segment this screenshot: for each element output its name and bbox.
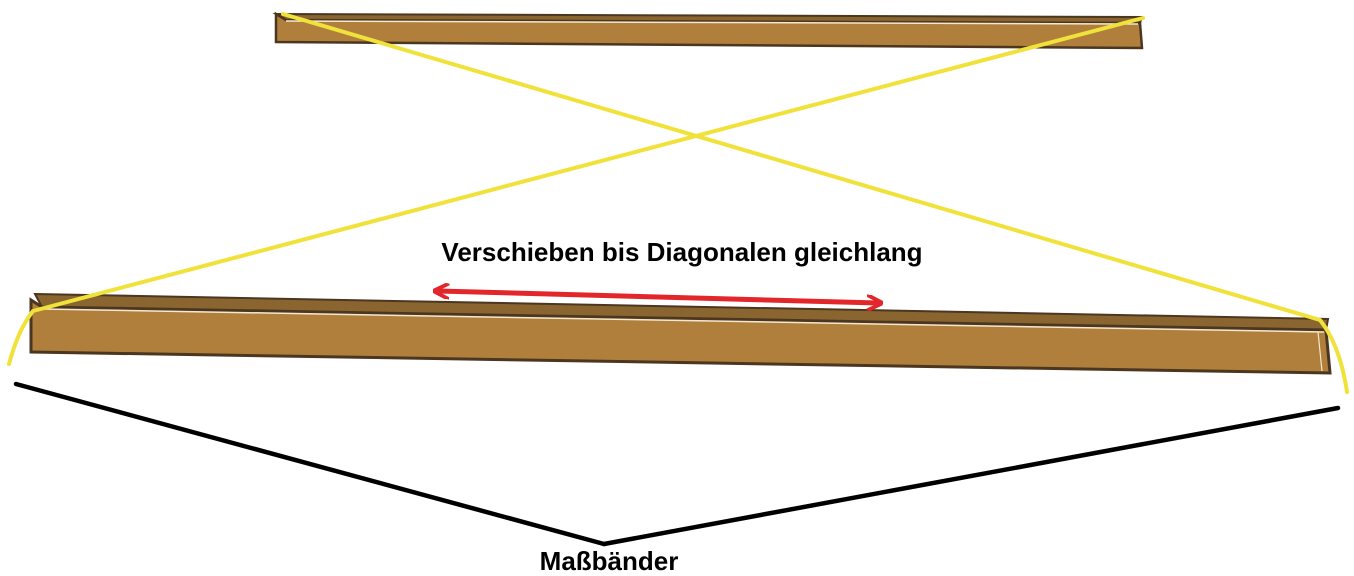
top-board-highlight (285, 20, 1139, 25)
shift-double-arrow (438, 291, 878, 303)
pointer-line-left (13, 381, 607, 547)
top-board-front-face (274, 11, 1144, 50)
bottom-board-front-face (29, 297, 1332, 375)
diagonal-tape-right-to-left (7, 16, 1145, 366)
shift-instruction-label: Verschieben bis Diagonalen gleichlang (441, 237, 922, 267)
bottom-wooden-board (29, 292, 1332, 375)
pointer-line-right (601, 405, 1341, 547)
bottom-board-right-edge (1317, 331, 1323, 372)
tape-measures-label: Maßbänder (540, 546, 679, 576)
diagonal-tapes (7, 12, 1349, 394)
tape-pointer-lines (13, 381, 1341, 547)
diagonal-tape-left-to-right (281, 12, 1349, 394)
top-wooden-board (272, 11, 1144, 50)
bottom-board-highlight (41, 308, 1325, 333)
